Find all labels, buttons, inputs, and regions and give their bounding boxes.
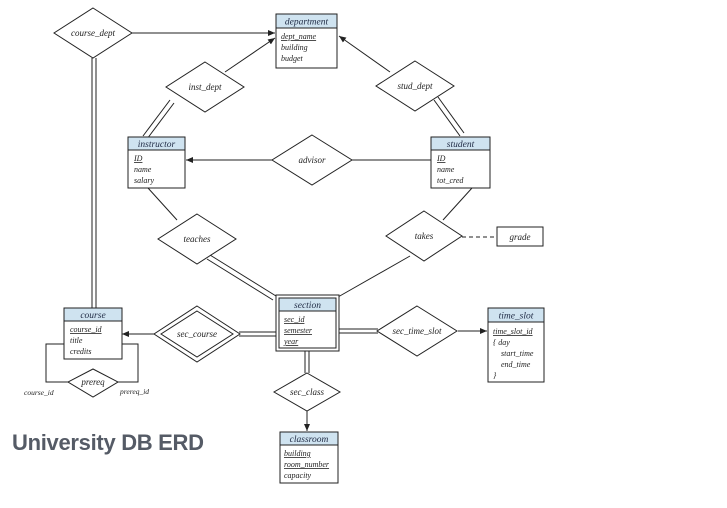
attribute-grade[interactable]: grade [496, 226, 544, 247]
relationship-course-dept[interactable]: course_dept [53, 7, 133, 59]
entity-attr: end_time [501, 360, 531, 369]
entity-student[interactable]: student ID name tot_cred [430, 136, 491, 189]
entity-attr-key: dept_name [281, 32, 317, 41]
relationship-teaches[interactable]: teaches [157, 213, 237, 265]
relationship-sec-course[interactable]: sec_course [153, 305, 241, 363]
relationship-label: prereq [80, 377, 105, 387]
entity-title: department [285, 18, 329, 28]
line-teaches-section-b [206, 258, 274, 301]
relationship-inst-dept[interactable]: inst_dept [165, 61, 245, 113]
relationship-takes[interactable]: takes [385, 210, 463, 262]
entity-section[interactable]: section sec_id semester year [275, 294, 340, 352]
entity-attr-key: semester [284, 326, 313, 335]
relationship-label: advisor [299, 155, 326, 165]
relationship-label: sec_time_slot [393, 326, 442, 336]
entity-course[interactable]: course course_id title credits [63, 307, 123, 360]
line-inst-dept-instructor-a [142, 99, 171, 137]
entity-attr: salary [134, 176, 154, 185]
relationship-sec-class[interactable]: sec_class [272, 372, 342, 412]
entity-attr-key: ID [133, 154, 143, 163]
entity-attr-key: year [283, 337, 299, 346]
line-stud-dept-student-a [433, 99, 461, 137]
entity-time-slot[interactable]: time_slot time_slot_id { day start_time … [487, 307, 545, 383]
entity-attr: name [134, 165, 152, 174]
line-student-takes [442, 187, 473, 221]
page-title: University DB ERD [12, 430, 204, 455]
role-label-prereq-id: prereq_id [119, 387, 149, 396]
entity-attr-key: course_id [70, 325, 103, 334]
relationship-label: sec_course [177, 329, 217, 339]
entity-attr: { day [493, 338, 510, 347]
entity-attr: name [437, 165, 455, 174]
entity-attr: } [493, 371, 497, 380]
entity-attr: start_time [501, 349, 534, 358]
entity-attr-key: room_number [284, 460, 330, 469]
entity-instructor[interactable]: instructor ID name salary [127, 136, 186, 189]
connector-lines [45, 30, 496, 431]
entity-department[interactable]: department dept_name building budget [275, 13, 338, 69]
relationship-label: takes [415, 231, 434, 241]
entity-title: instructor [138, 140, 176, 150]
relationship-advisor[interactable]: advisor [271, 134, 353, 186]
role-label-course-id: course_id [24, 388, 54, 397]
line-stud-dept-student-b [437, 96, 465, 134]
line-takes-section [337, 255, 411, 298]
entity-title: classroom [290, 435, 329, 445]
relationship-label: sec_class [290, 387, 324, 397]
entity-title: course [80, 311, 105, 321]
line-teaches-section-a [209, 254, 277, 297]
entity-title: time_slot [499, 312, 534, 322]
relationship-label: stud_dept [398, 81, 433, 91]
relationship-stud-dept[interactable]: stud_dept [375, 60, 455, 112]
relationship-label: inst_dept [189, 82, 222, 92]
entity-attr-key: sec_id [284, 315, 305, 324]
line-prereq-course-id [45, 343, 68, 383]
entity-attr: credits [70, 347, 91, 356]
entity-attr: capacity [284, 471, 312, 480]
entity-title: student [447, 140, 475, 150]
entity-attr: tot_cred [437, 176, 464, 185]
entity-title: section [294, 301, 321, 311]
line-prereq-prereq-id [118, 343, 139, 383]
line-stud-dept-department [338, 35, 391, 73]
entity-attr-key: time_slot_id [493, 327, 534, 336]
entity-attr: building [281, 43, 308, 52]
entity-classroom[interactable]: classroom building room_number capacity [279, 431, 339, 484]
relationship-label: course_dept [71, 28, 115, 38]
relationship-prereq[interactable]: prereq [66, 368, 120, 398]
entity-attr: title [70, 336, 83, 345]
line-inst-dept-department [224, 37, 276, 73]
relationship-sec-time-slot[interactable]: sec_time_slot [376, 305, 458, 357]
line-instructor-teaches [147, 187, 178, 221]
relationship-label: teaches [184, 234, 211, 244]
attribute-label: grade [510, 232, 531, 242]
entity-attr-key: building [284, 449, 311, 458]
line-inst-dept-instructor-b [146, 102, 175, 140]
entity-attr-key: ID [436, 154, 446, 163]
entity-attr: budget [281, 54, 304, 63]
